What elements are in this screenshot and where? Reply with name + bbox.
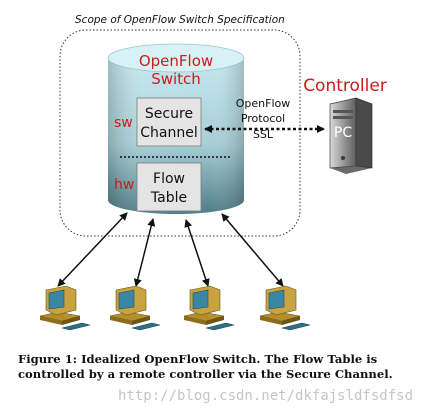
openflow-switch-diagram: Scope of OpenFlow Switch Specification O… — [39, 14, 387, 331]
scope-label: Scope of OpenFlow Switch Specification — [75, 14, 285, 26]
flow-table-box — [136, 162, 202, 212]
secure-channel-line1: Secure — [145, 106, 193, 122]
sw-label: sw — [114, 115, 133, 131]
controller-label: Controller — [303, 76, 387, 96]
flow-table-line2: Table — [150, 190, 187, 206]
host-computer-icon — [39, 285, 91, 331]
secure-channel-line2: Channel — [140, 125, 197, 141]
watermark-text: http://blog.csdn.net/dkfajsldfsdfsd — [118, 388, 414, 404]
host-computer-icon — [109, 285, 161, 331]
host-computer-icon — [183, 285, 235, 331]
protocol-line2: Protocol — [241, 112, 285, 125]
controller-pc-label: PC — [334, 125, 352, 141]
host-link-3 — [184, 219, 210, 287]
figure-caption: Figure 1: Idealized OpenFlow Switch. The… — [18, 352, 393, 381]
flow-table-line1: Flow — [153, 171, 185, 187]
controller-server-icon — [329, 97, 373, 174]
switch-title-line1: OpenFlow — [139, 52, 213, 70]
scope-boundary — [59, 29, 301, 237]
protocol-line1: OpenFlow — [236, 97, 291, 110]
host-computer-icon — [259, 285, 311, 331]
host-link-4 — [221, 213, 284, 287]
host-link-1 — [57, 212, 128, 287]
secure-channel-box — [136, 97, 202, 147]
switch-title-line2: Switch — [151, 70, 201, 88]
host-link-2 — [133, 218, 156, 287]
hw-label: hw — [114, 177, 134, 193]
